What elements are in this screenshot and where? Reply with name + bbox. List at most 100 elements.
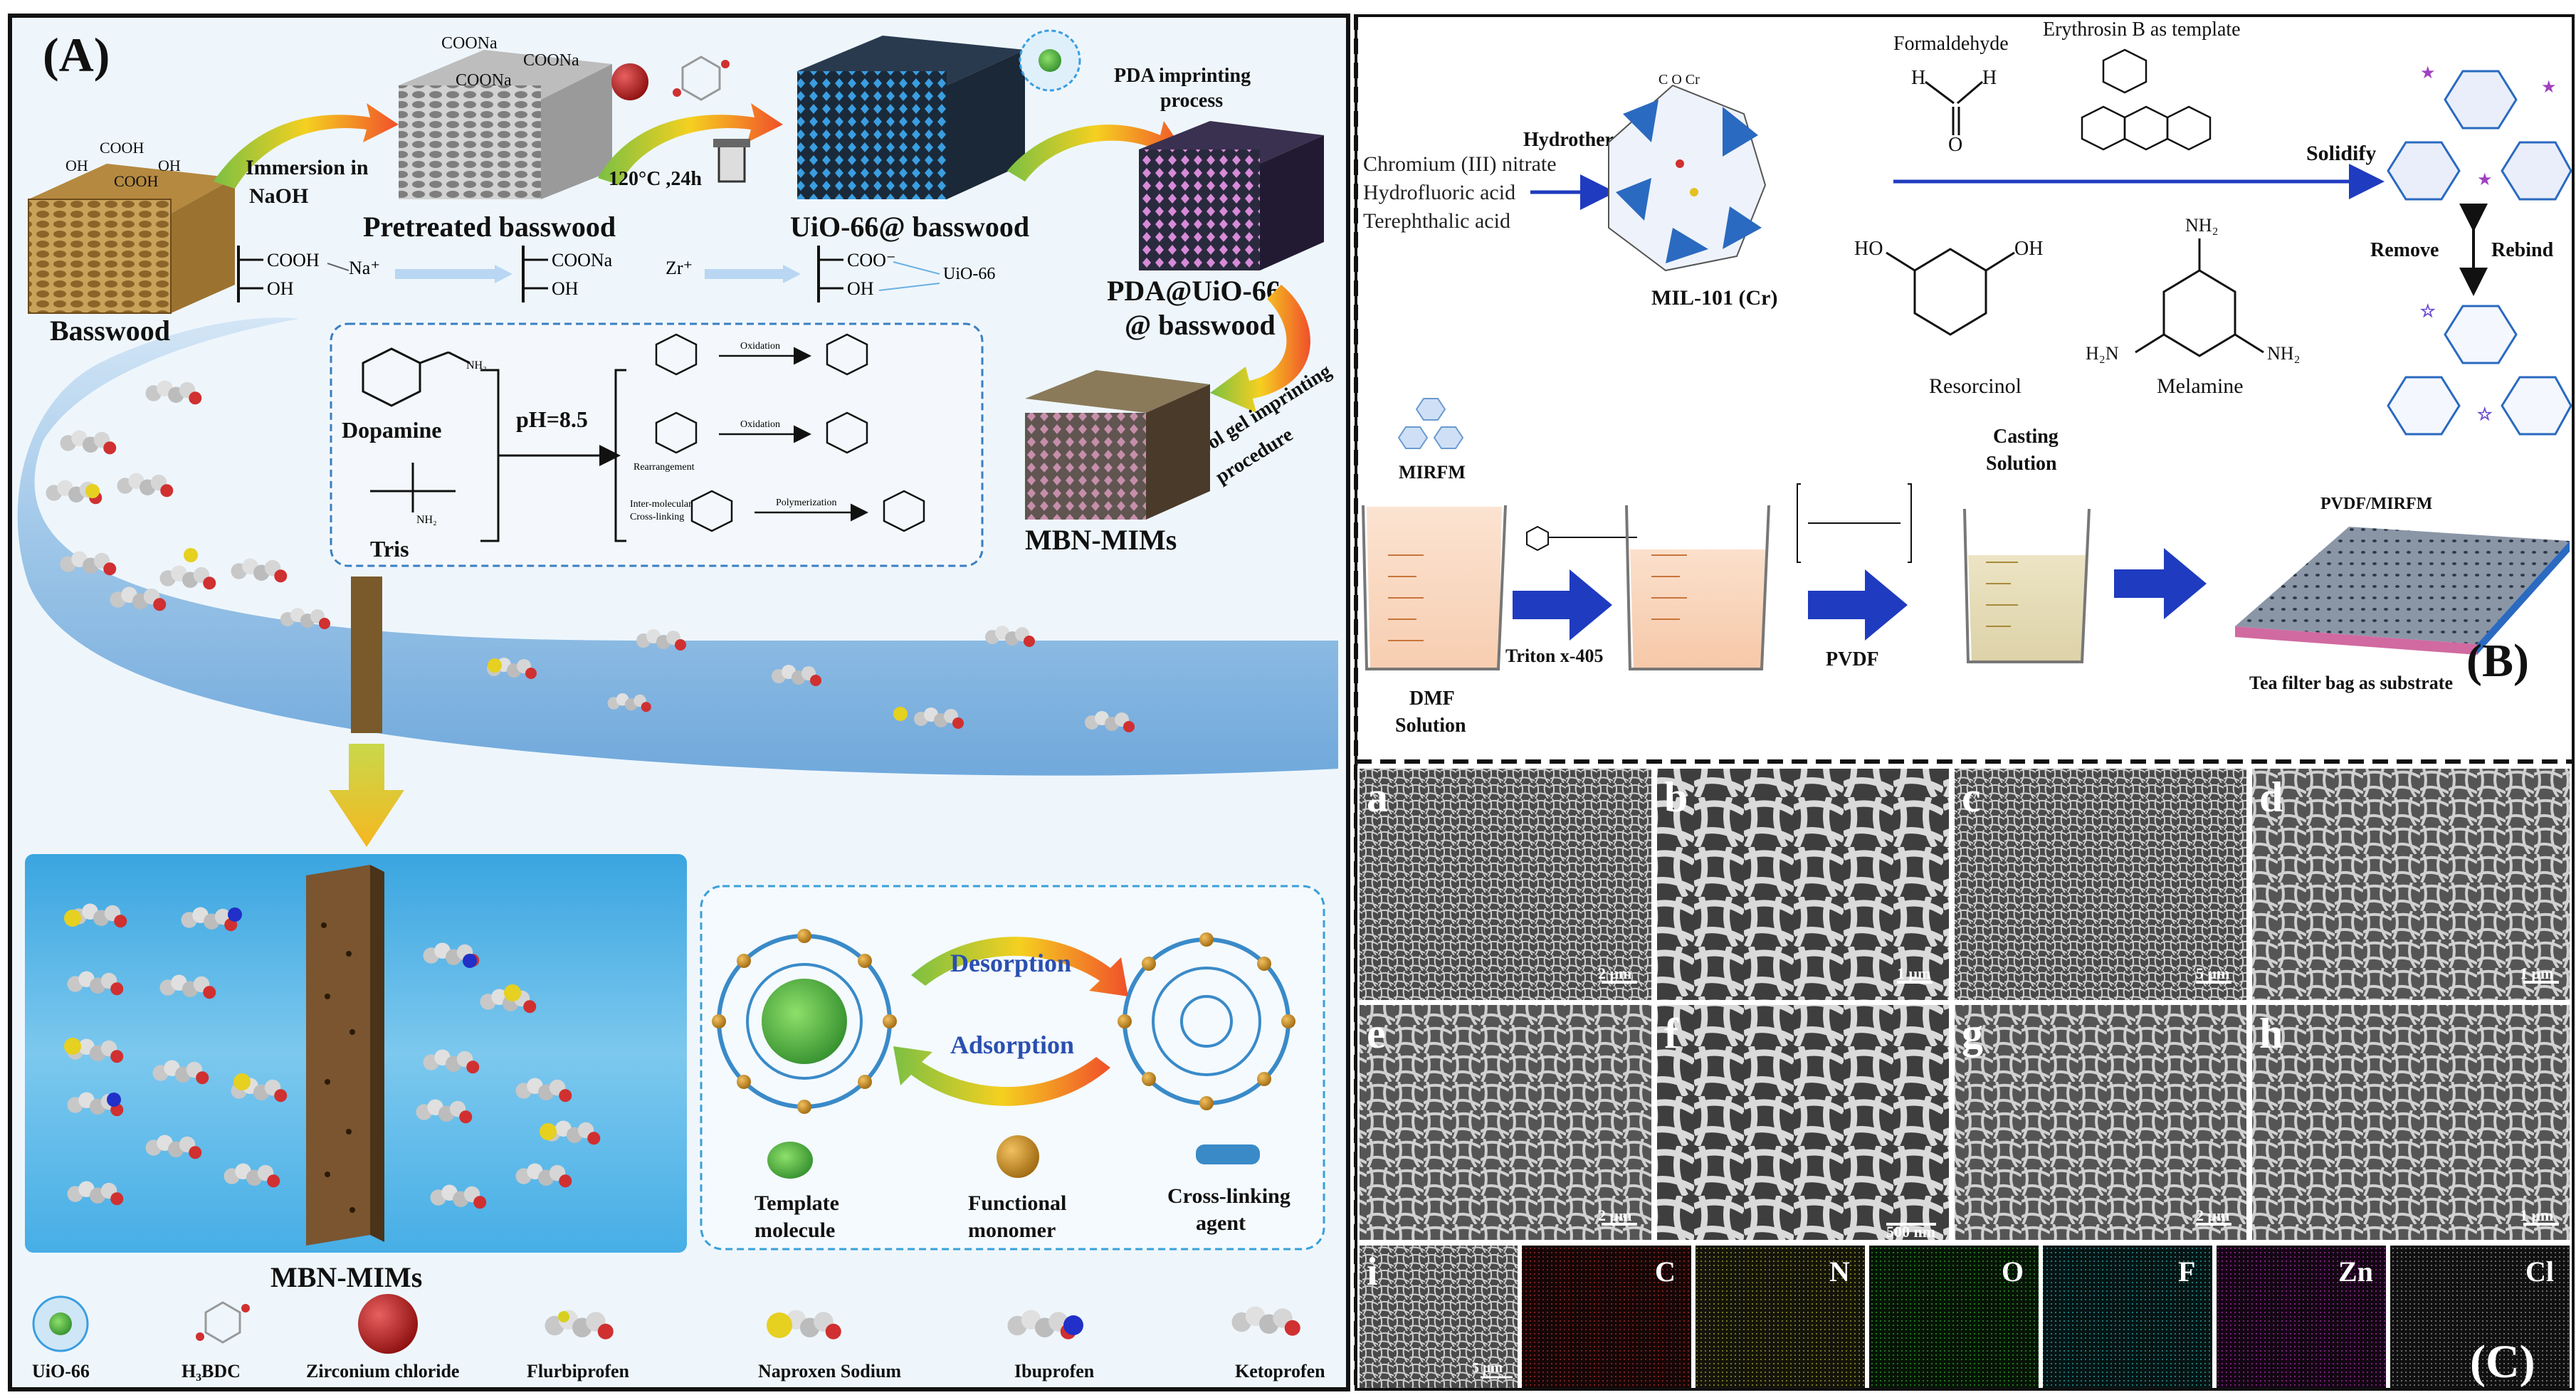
bottom-legend: UiO-66 H₃BDC Zirconium chloride Flurbipr…	[32, 1294, 1325, 1381]
chem-coona: COONa	[552, 250, 613, 270]
mbn-filter-in-river	[351, 577, 382, 733]
mil-legend: C O Cr	[1658, 72, 1700, 88]
pvdf-arrow	[1808, 569, 1908, 641]
panel-a-label: (A)	[43, 28, 110, 82]
mbn-mims-bottom-label: MBN-MIMs	[270, 1261, 422, 1293]
legend-naproxen: Naproxen Sodium	[758, 1361, 901, 1381]
imprint-mechanism-box	[700, 885, 1325, 1251]
tris-structure	[370, 463, 456, 512]
eds-label-cl: Cl	[2525, 1256, 2554, 1288]
functional-monomer-icon	[997, 1135, 1039, 1178]
mil101-structure-icon	[1608, 84, 1767, 272]
remove-label: Remove	[2370, 239, 2439, 261]
wood-group-oh-1: OH	[65, 157, 88, 174]
template-label-1: Template	[755, 1191, 839, 1215]
triton-beaker	[1625, 505, 1770, 670]
pretreated-label: Pretreated basswood	[363, 211, 616, 243]
dopamine-structure	[362, 347, 470, 407]
panel-b-label: (B)	[2466, 635, 2529, 687]
sem-g-scale: 2 μm	[2196, 1206, 2229, 1224]
ph-label: pH=8.5	[516, 406, 588, 432]
chem-arrow-1	[395, 269, 495, 279]
pretreated-block	[399, 50, 612, 199]
sem-a-scale: 2 μm	[1598, 964, 1631, 982]
reaction-box	[330, 322, 984, 567]
legend-ketoprofen: Ketoprofen	[1235, 1361, 1325, 1381]
chem-oh-1: OH	[267, 278, 294, 299]
uio-block	[797, 36, 1025, 199]
crosslinker-label-2: agent	[1196, 1211, 1246, 1235]
melamine-nh2-right: NH₂	[2267, 343, 2301, 364]
resorcinol-oh: OH	[2014, 238, 2043, 260]
sem-a-letter: a	[1367, 774, 1388, 821]
formaldehyde-label: Formaldehyde	[1893, 33, 2009, 55]
teabag-label: Tea filter bag as substrate	[2249, 673, 2453, 693]
eds-map-zn	[2217, 1246, 2386, 1388]
pre-group-coona-2: COONa	[523, 51, 579, 70]
branch-brace	[614, 369, 626, 542]
legend-h3bdc: H₃BDC	[182, 1361, 241, 1381]
mbn-mims-label: MBN-MIMs	[1025, 524, 1177, 556]
membrane-substrate	[2235, 527, 2570, 655]
crosslinker-label-1: Cross-linking	[1167, 1184, 1290, 1208]
svg-text:★: ★	[2420, 64, 2436, 83]
autoclave-icon	[713, 139, 750, 183]
reagent-2: Hydrofluoric acid	[1363, 181, 1515, 204]
dopamine-label: Dopamine	[342, 417, 441, 443]
pda-process-label-2: process	[1160, 90, 1223, 112]
reaction-step-3	[690, 490, 925, 532]
eds-map-c	[1522, 1246, 1691, 1388]
h3bdc-legend-icon	[196, 1301, 250, 1344]
hydrothermal-arrow	[598, 103, 783, 185]
chem-zr: Zr⁺	[666, 258, 693, 278]
resorcinol-ho: HO	[1854, 238, 1883, 260]
eds-label-c: C	[1655, 1256, 1676, 1288]
legend-flurbiprofen: Flurbiprofen	[527, 1361, 630, 1381]
eds-label-o: O	[2002, 1256, 2024, 1288]
chem-oh-2: OH	[552, 278, 579, 299]
formaldehyde-o: O	[1948, 134, 1962, 156]
triton-arrow	[1513, 569, 1612, 641]
chem-cooh: COOH	[267, 250, 320, 270]
mbn-membrane	[306, 865, 384, 1246]
sem-g-image	[1955, 1005, 2246, 1240]
immersion-label-2: NaOH	[249, 184, 308, 208]
oxidation-label-1: Oxidation	[740, 341, 780, 352]
pvdf-structure	[1797, 483, 1912, 563]
uio66-core-icon	[1039, 49, 1061, 72]
chem-row: COOH OH Na⁺ COONa OH Zr⁺ COO⁻ OH UiO-66	[237, 246, 995, 302]
sem-f-image	[1657, 1005, 1949, 1240]
rebind-label: Rebind	[2491, 239, 2554, 261]
eds-label-zn: Zn	[2338, 1256, 2373, 1288]
erythrosin-structure	[2081, 48, 2212, 151]
sem-b-letter: b	[1664, 774, 1688, 821]
erythrosin-label: Erythrosin B as template	[2043, 19, 2241, 41]
adsorption-arrow	[893, 1046, 1110, 1106]
sem-h-scale: 1 μm	[2520, 1206, 2553, 1224]
casting-label-2: Solution	[1986, 453, 2057, 475]
sem-e-letter: e	[1367, 1010, 1386, 1057]
mirfm-small-icon	[1397, 398, 1464, 449]
sem-a-image	[1360, 769, 1651, 1000]
wood-group-cooh-1: COOH	[100, 139, 144, 157]
sem-b-image	[1657, 769, 1949, 1000]
crosslinking-label: Cross-linking	[630, 512, 684, 522]
reaction-step-2	[655, 411, 868, 454]
sem-e-scale: 2 μm	[1598, 1206, 1631, 1224]
mbn-block	[1025, 370, 1210, 520]
dmf-label-1: DMF	[1409, 688, 1455, 710]
monomer-label-2: monomer	[968, 1219, 1056, 1242]
h3bdc-molecule-icon	[673, 56, 730, 101]
empty-cage-icon	[1118, 932, 1295, 1110]
sem-d-letter: d	[2259, 774, 2283, 821]
immersion-label-1: Immersion in	[246, 156, 369, 179]
chem-arrow-2	[705, 269, 783, 279]
down-arrow	[329, 744, 404, 847]
oxidation-label-2: Oxidation	[740, 419, 780, 430]
empty-mirfm-cluster-icon: ☆ ☆	[2387, 302, 2572, 436]
reagent-3: Terephthalic acid	[1363, 209, 1510, 233]
triton-label: Triton x-405	[1505, 646, 1603, 666]
eds-map-n	[1696, 1246, 1865, 1388]
zirconium-ball-icon	[611, 63, 648, 100]
sem-h-letter: h	[2259, 1010, 2283, 1057]
